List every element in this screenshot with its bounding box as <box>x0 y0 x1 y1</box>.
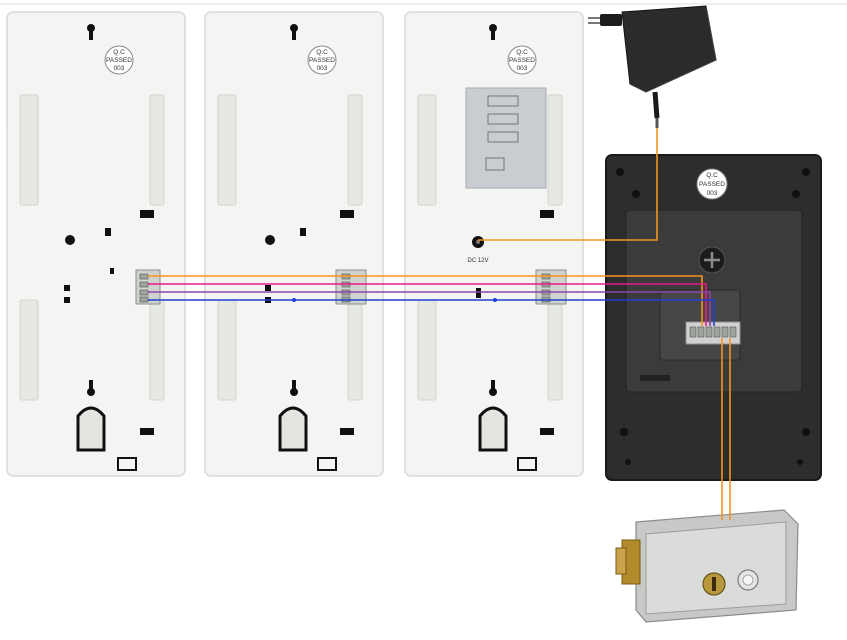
indoor-unit-2: Q.C PASSED 003 <box>204 11 384 477</box>
indoor-unit-1: Q.C PASSED 003 <box>6 11 186 477</box>
svg-text:Q.C: Q.C <box>113 49 125 56</box>
terminal-block-icon <box>135 269 161 305</box>
dc-power-jack <box>472 236 484 248</box>
terminal-block-icon <box>335 269 367 305</box>
wiring <box>148 128 731 520</box>
wire-power <box>478 128 658 241</box>
wire-bus-blue <box>148 299 715 326</box>
svg-text:Q.C: Q.C <box>316 49 328 56</box>
svg-text:003: 003 <box>517 65 528 72</box>
svg-text:PASSED: PASSED <box>309 57 335 64</box>
svg-text:003: 003 <box>317 65 328 72</box>
svg-text:003: 003 <box>114 65 125 72</box>
svg-text:003: 003 <box>707 190 718 197</box>
qc-sticker-icon: Q.C PASSED 003 <box>307 45 337 75</box>
terminal-block-icon <box>685 321 741 345</box>
svg-text:Q.C: Q.C <box>516 49 528 56</box>
wire-bus-purple <box>148 291 711 326</box>
terminal-block-icon <box>535 269 567 305</box>
svg-text:PASSED: PASSED <box>699 181 725 188</box>
wire-bus-orange <box>148 275 703 326</box>
qc-sticker-icon: Q.C PASSED 003 <box>507 45 537 75</box>
power-label: DC 12V <box>467 258 488 264</box>
qc-sticker-icon: Q.C PASSED 003 <box>104 45 134 75</box>
wire-bus-magenta <box>148 283 707 326</box>
svg-text:Q.C: Q.C <box>706 172 718 179</box>
qc-sticker-icon: Q.C PASSED 003 <box>696 168 728 200</box>
electric-lock-icon <box>615 509 799 623</box>
power-adapter-icon <box>588 5 717 128</box>
mounting-screw-icon <box>698 246 726 274</box>
svg-text:PASSED: PASSED <box>106 57 132 64</box>
circuit-label <box>465 87 547 189</box>
indoor-unit-3: DC 12V Q.C PASSED 003 <box>404 11 584 477</box>
svg-text:PASSED: PASSED <box>509 57 535 64</box>
